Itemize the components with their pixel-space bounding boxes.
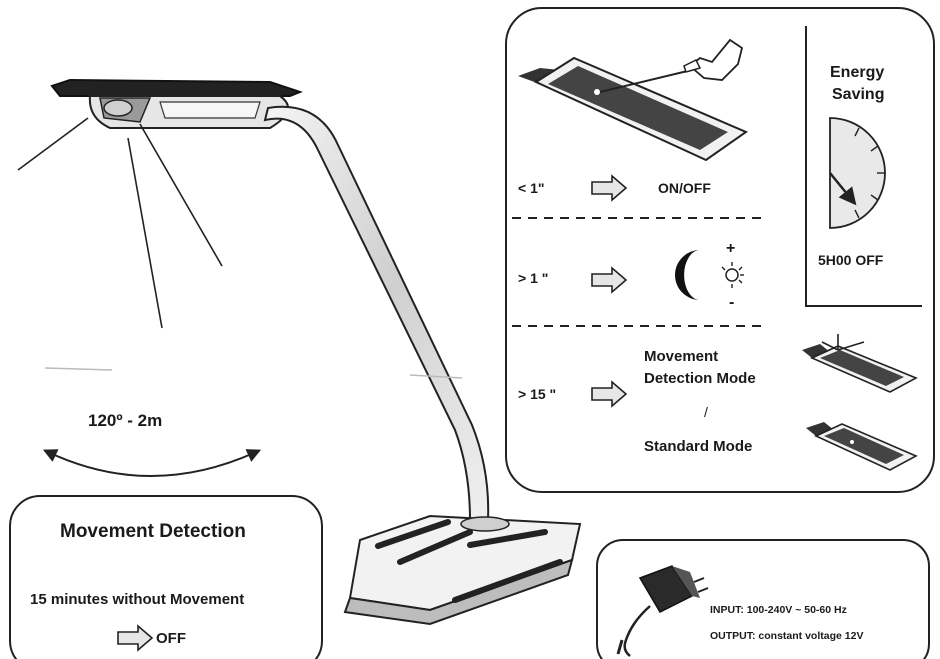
touch-duration-short: < 1" <box>518 180 545 196</box>
movement-detection-mode-label-line2: Detection Mode <box>644 370 756 387</box>
movement-detection-description: 15 minutes without Movement <box>30 591 245 608</box>
movement-detection-box <box>9 495 323 659</box>
touch-duration-medium: > 1 " <box>518 270 549 286</box>
movement-detection-title: Movement Detection <box>60 521 246 542</box>
adapter-input-spec: INPUT: 100-240V ~ 50-60 Hz <box>710 604 847 616</box>
arrow-mode <box>591 380 628 408</box>
touch-pad-illustration <box>518 38 749 162</box>
timer-off-label: 5H00 OFF <box>818 252 884 268</box>
mode-separator: / <box>704 404 708 420</box>
energy-saving-clock <box>829 117 886 229</box>
adapter-output-spec: OUTPUT: constant voltage 12V <box>710 630 864 642</box>
off-arrow-icon <box>117 624 154 652</box>
lamp-base <box>343 514 582 626</box>
movement-mode-pad-icon <box>802 334 918 393</box>
lamp-arm <box>263 105 490 521</box>
lamp-head <box>50 78 303 129</box>
brightness-plus: + <box>726 240 736 257</box>
adapter-box <box>596 539 930 659</box>
on-off-label: ON/OFF <box>658 180 711 196</box>
standard-mode-label: Standard Mode <box>644 438 753 455</box>
brightness-minus: - <box>729 294 735 311</box>
touch-duration-long: > 15 " <box>518 386 557 402</box>
detection-range-label: 120º - 2m <box>88 411 163 430</box>
standard-mode-pad-icon <box>806 422 918 471</box>
detection-rays <box>17 117 463 379</box>
arrow-on-off <box>591 174 628 202</box>
energy-saving-title-line2: Saving <box>832 86 885 103</box>
energy-saving-title-line1: Energy <box>830 64 885 81</box>
movement-detection-mode-label-line1: Movement <box>644 348 719 365</box>
touch-panel-box <box>505 7 935 493</box>
row-arrows <box>591 174 628 408</box>
power-adapter-icon <box>616 565 709 657</box>
arrow-brightness <box>591 266 628 294</box>
movement-detection-off-label: OFF <box>156 630 186 647</box>
brightness-icon <box>675 250 744 300</box>
detection-range-arc <box>42 449 262 477</box>
lamp-illustration <box>17 78 582 626</box>
